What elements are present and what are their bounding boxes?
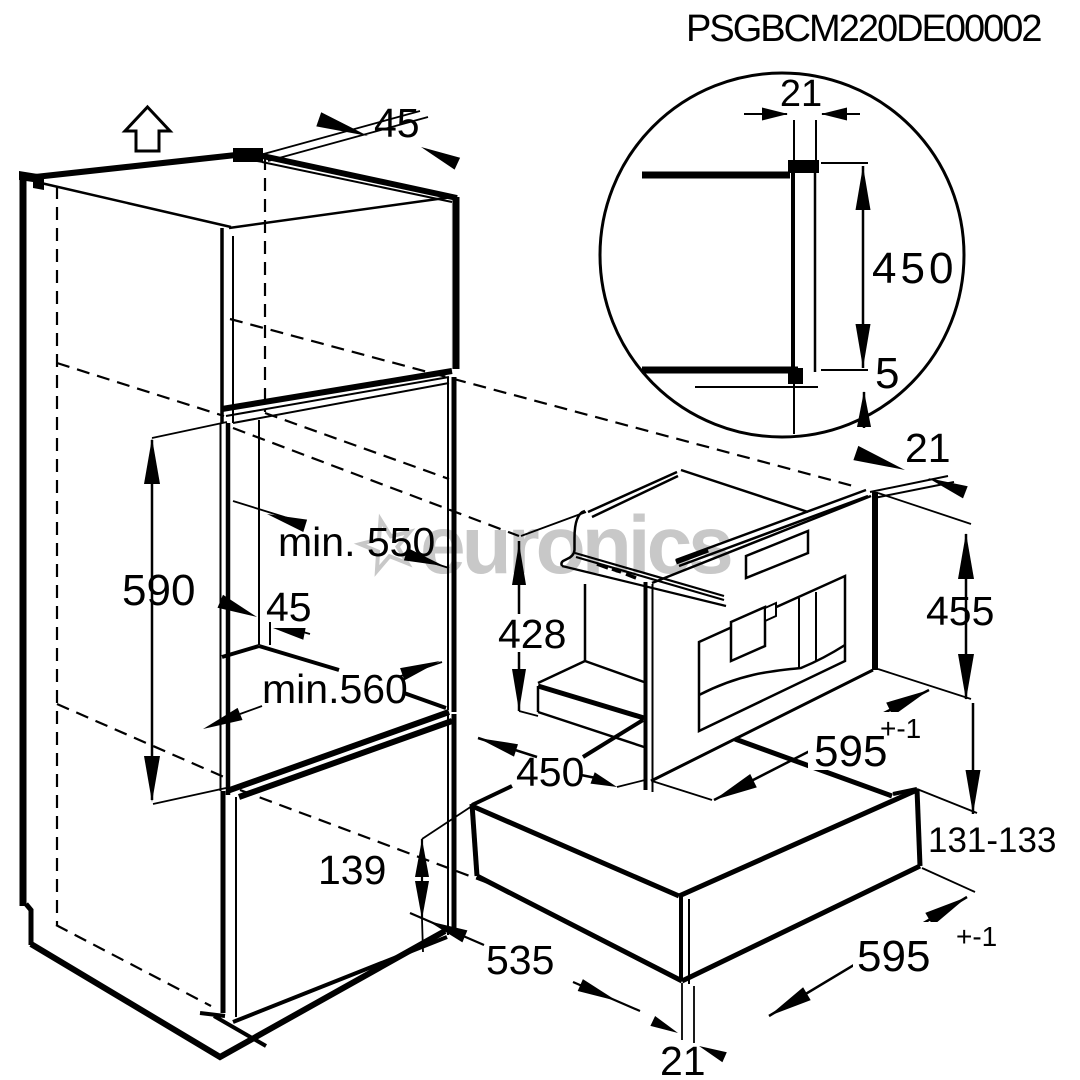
svg-text:139: 139	[318, 847, 386, 893]
svg-text:450: 450	[516, 749, 584, 795]
svg-text:131-133: 131-133	[928, 821, 1056, 860]
svg-text:min.560: min.560	[262, 666, 408, 712]
svg-text:21: 21	[905, 425, 951, 471]
svg-text:590: 590	[122, 566, 195, 615]
svg-text:PSGBCM220DE00002: PSGBCM220DE00002	[686, 8, 1041, 50]
svg-text:5: 5	[875, 349, 899, 398]
svg-text:21: 21	[780, 73, 822, 115]
svg-text:45: 45	[374, 100, 420, 146]
svg-text:min. 550: min. 550	[278, 519, 435, 565]
svg-text:428: 428	[498, 611, 566, 657]
svg-text:535: 535	[486, 937, 554, 983]
svg-text:455: 455	[926, 588, 994, 634]
svg-text:21: 21	[660, 1038, 706, 1080]
svg-text:595: 595	[857, 932, 930, 981]
svg-text:+-1: +-1	[956, 921, 997, 952]
svg-text:45: 45	[266, 584, 312, 630]
svg-text:450: 450	[872, 244, 957, 293]
svg-text:595: 595	[814, 727, 887, 776]
svg-text:+-1: +-1	[880, 713, 921, 744]
